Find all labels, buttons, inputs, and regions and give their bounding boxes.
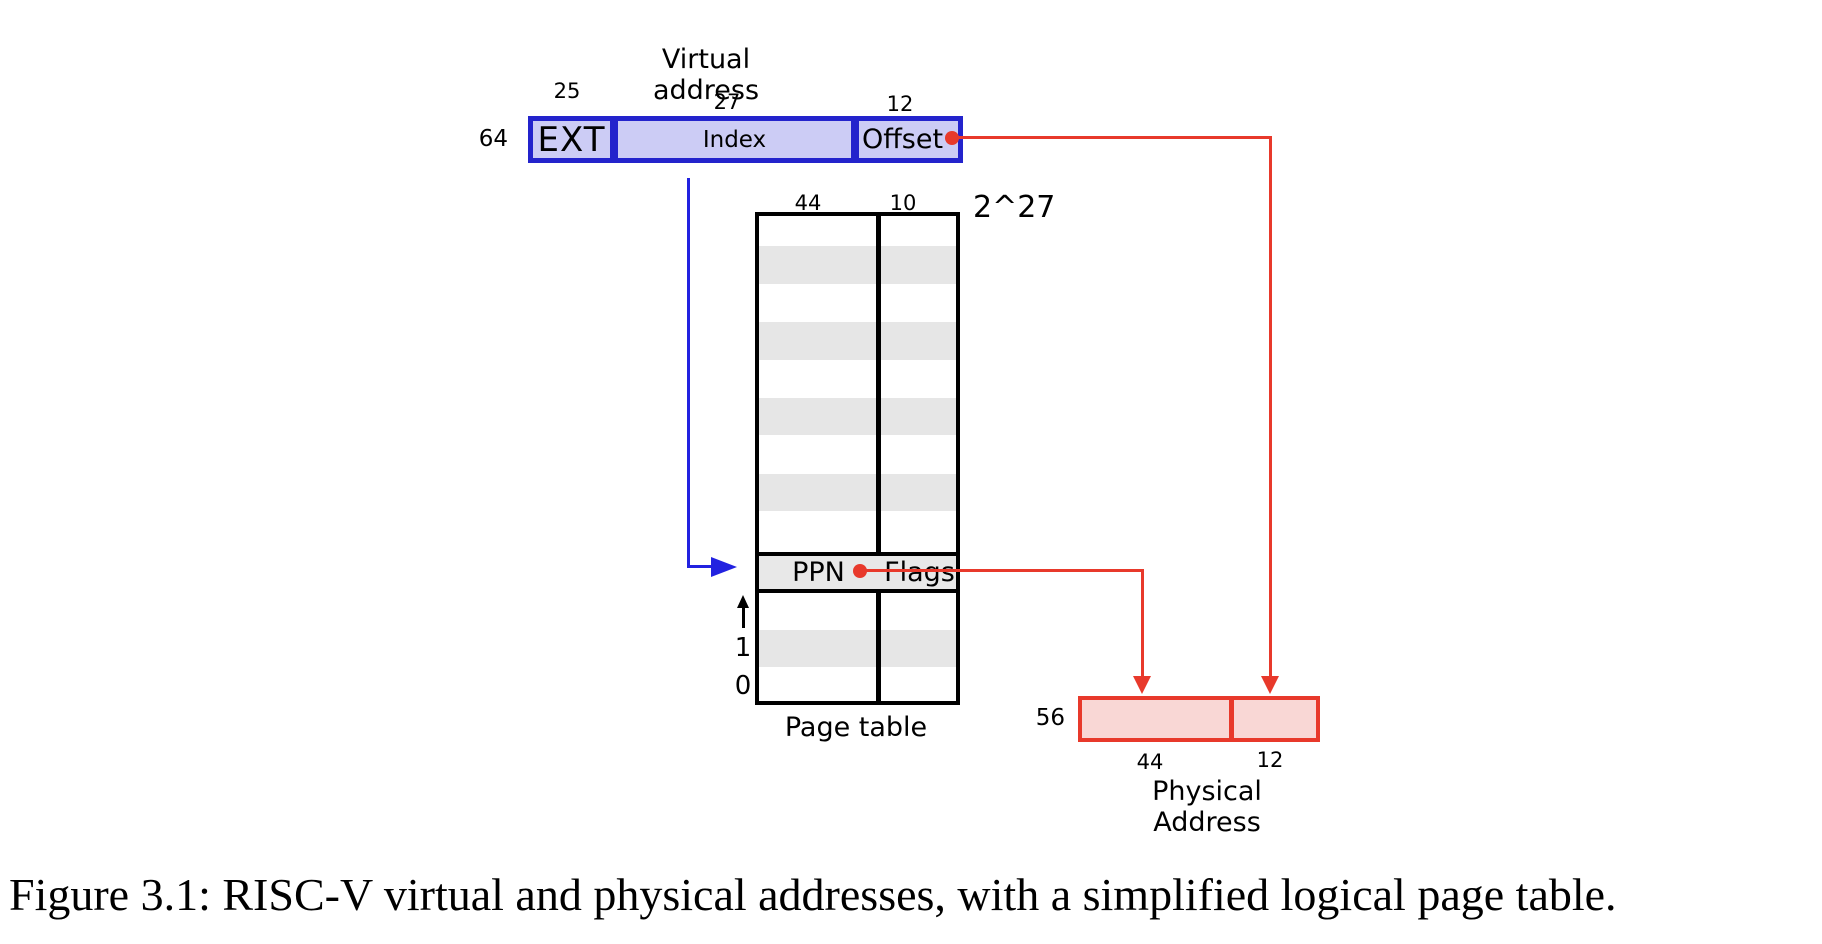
row-index-label-0: 0 (734, 671, 752, 701)
entry-index-arrowhead-icon (737, 595, 749, 608)
physical-ppn-bits-label: 44 (1136, 750, 1164, 774)
virtual-address-width-label: 64 (478, 126, 508, 152)
page-table-box: PPN Flags (755, 212, 960, 705)
offset-bits-label: 12 (886, 92, 914, 116)
offset-to-physical-arrowhead-icon (1261, 676, 1279, 694)
index-to-entry-arrowhead-icon (711, 557, 737, 577)
virtual-address-title: Virtual address (652, 44, 760, 106)
ext-segment: EXT (537, 119, 606, 160)
index-to-entry-arrow-vertical (687, 178, 690, 568)
ppn-to-physical-line-vertical (1141, 569, 1144, 677)
physical-address-width-label: 56 (1035, 705, 1065, 731)
ext-bits-label: 25 (553, 79, 581, 103)
page-table-column-divider (876, 216, 881, 701)
ppn-column-bits-label: 44 (794, 191, 822, 215)
page-table-stripe (759, 398, 956, 435)
virtual-address-box: EXT Index Offset (528, 116, 963, 163)
figure-caption: Figure 3.1: RISC-V virtual and physical … (9, 869, 1617, 920)
ppn-to-physical-arrowhead-icon (1133, 676, 1151, 694)
entry-count-label: 2^27 (973, 190, 1056, 225)
page-table-stripe (759, 474, 956, 511)
entry-index-arrow-shaft (742, 607, 745, 628)
physical-address-caption: Physical Address (1152, 776, 1262, 838)
page-table-stripe (759, 322, 956, 360)
page-table-entry-row: PPN Flags (755, 552, 960, 593)
index-to-entry-arrow-horizontal (687, 565, 713, 568)
offset-segment: Offset (851, 121, 958, 158)
physical-offset-bits-label: 12 (1256, 748, 1284, 772)
page-table-stripe (759, 630, 956, 667)
index-bits-label: 27 (713, 90, 741, 114)
ppn-to-physical-line-horizontal (860, 569, 1144, 572)
flags-column-bits-label: 10 (889, 191, 917, 215)
row-index-label-1: 1 (734, 633, 752, 663)
physical-address-box (1078, 696, 1320, 742)
physical-address-divider (1229, 700, 1234, 738)
offset-to-physical-line-horizontal (952, 136, 1272, 139)
index-segment: Index (610, 121, 851, 158)
offset-to-physical-line-vertical (1269, 136, 1272, 677)
page-table-stripe (759, 246, 956, 284)
flags-label: Flags (884, 557, 955, 588)
page-table-caption: Page table (784, 712, 928, 743)
ppn-label: PPN (792, 557, 845, 588)
